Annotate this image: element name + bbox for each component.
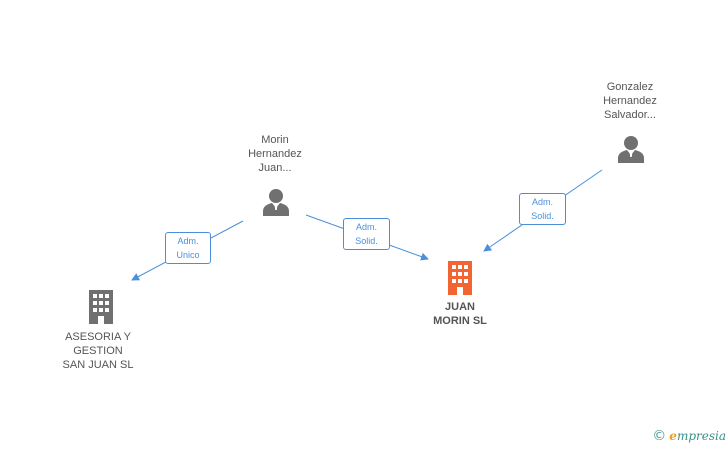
- person-morin-label[interactable]: Morin Hernandez Juan...: [248, 134, 302, 174]
- building-icon[interactable]: [446, 261, 474, 295]
- company-juan-morin-label[interactable]: JUAN MORIN SL: [433, 301, 487, 327]
- person-icon[interactable]: [261, 187, 291, 217]
- edge-label-adm-solid: Adm. Solid.: [343, 218, 390, 250]
- person-icon[interactable]: [616, 134, 646, 164]
- person-gonzalez-label[interactable]: Gonzalez Hernandez Salvador...: [603, 81, 657, 121]
- copyright-icon: ©: [652, 428, 667, 444]
- building-icon[interactable]: [87, 290, 115, 324]
- empresia-watermark: © empresia: [652, 428, 726, 444]
- edge-label-adm-unico: Adm. Unico: [165, 232, 211, 264]
- edge-label-adm-solid: Adm. Solid.: [519, 193, 566, 225]
- company-asesoria-label[interactable]: ASESORIA Y GESTION SAN JUAN SL: [62, 331, 134, 371]
- empresia-logo: empresia: [669, 429, 726, 443]
